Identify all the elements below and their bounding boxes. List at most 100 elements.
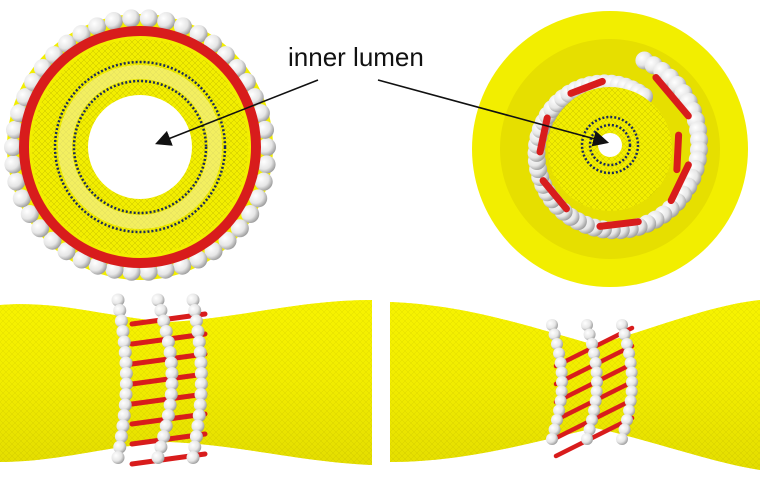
- bead: [161, 409, 175, 422]
- bead-helix: [111, 293, 208, 464]
- filament: [667, 161, 692, 205]
- filament: [652, 73, 692, 120]
- bead: [625, 366, 638, 379]
- filament: [596, 218, 642, 230]
- bead: [555, 366, 568, 379]
- bead: [624, 357, 637, 369]
- bead: [189, 314, 203, 328]
- bead: [194, 388, 208, 401]
- lipid-ring-inner: [72, 79, 208, 215]
- membrane-tube-shade: [390, 300, 760, 470]
- bead: [20, 205, 39, 224]
- bead: [193, 346, 207, 359]
- bead: [163, 398, 177, 412]
- bead: [119, 356, 133, 370]
- bead: [553, 404, 566, 417]
- bead: [154, 440, 168, 454]
- bead: [548, 328, 561, 341]
- bead: [581, 433, 593, 445]
- bead: [623, 347, 636, 360]
- bead: [117, 335, 131, 349]
- inner-lumen-hole: [598, 133, 622, 157]
- bead: [254, 172, 273, 191]
- bead: [241, 205, 260, 224]
- bead: [116, 325, 130, 338]
- filament: [553, 415, 635, 459]
- membrane-tube-shade: [0, 300, 372, 465]
- bead: [581, 319, 593, 331]
- bead: [624, 395, 637, 407]
- bead: [12, 189, 31, 208]
- bead: [88, 17, 107, 36]
- bead: [113, 440, 127, 454]
- filament: [539, 177, 570, 213]
- bead: [218, 231, 237, 250]
- bead: [258, 138, 276, 156]
- bead: [616, 433, 628, 445]
- lipid-ring-outer: [580, 115, 640, 175]
- panel-top-left: [4, 9, 276, 281]
- bead: [194, 367, 208, 380]
- bead: [554, 357, 567, 369]
- arrow-to-left-lumen: [155, 79, 319, 146]
- bead: [43, 231, 62, 250]
- bead: [556, 376, 568, 388]
- bead: [191, 325, 205, 338]
- bead: [159, 325, 173, 338]
- lipid-ring-inner: [588, 123, 632, 167]
- bead: [104, 12, 123, 31]
- filament: [567, 77, 606, 97]
- panel-top-right: [472, 11, 748, 287]
- bead: [111, 451, 125, 464]
- inner-lumen-label: inner lumen: [288, 42, 424, 72]
- bead: [194, 377, 208, 391]
- filament: [536, 114, 551, 156]
- lipid-ring-outer: [53, 60, 227, 234]
- bead: [113, 304, 127, 317]
- bead: [590, 385, 603, 398]
- bead: [117, 409, 131, 422]
- filament: [673, 131, 683, 174]
- bead: [57, 242, 76, 261]
- bead: [151, 451, 165, 464]
- panel-bottom-left: [0, 293, 372, 467]
- filament-ring: [19, 26, 261, 268]
- bead: [618, 328, 631, 341]
- bead: [114, 430, 128, 443]
- bead: [586, 414, 598, 426]
- bead: [119, 367, 133, 380]
- inner-lumen-annotation: inner lumen: [155, 42, 610, 147]
- bead: [186, 293, 200, 307]
- bead: [31, 219, 50, 238]
- bead: [230, 219, 249, 238]
- bead: [151, 293, 165, 307]
- bead: [114, 314, 128, 328]
- bead: [192, 409, 206, 422]
- bead: [161, 335, 175, 349]
- bead: [4, 138, 22, 156]
- bead: [164, 388, 178, 401]
- bead: [249, 189, 268, 208]
- bead: [257, 155, 276, 174]
- bead: [186, 451, 200, 464]
- bead: [256, 120, 275, 139]
- bead: [551, 338, 563, 350]
- bead: [157, 314, 171, 328]
- bead: [118, 398, 132, 412]
- bead: [165, 377, 179, 391]
- bead: [157, 12, 176, 31]
- bead: [5, 120, 24, 139]
- bead: [119, 388, 133, 401]
- bead: [188, 304, 202, 317]
- bead: [621, 338, 633, 350]
- bead: [191, 419, 205, 433]
- bead: [589, 357, 602, 369]
- bead: [4, 155, 23, 174]
- bead: [111, 293, 125, 307]
- bead: [204, 242, 223, 261]
- bead: [159, 419, 173, 433]
- bead: [173, 17, 192, 36]
- bead: [122, 9, 141, 28]
- bead: [625, 385, 638, 398]
